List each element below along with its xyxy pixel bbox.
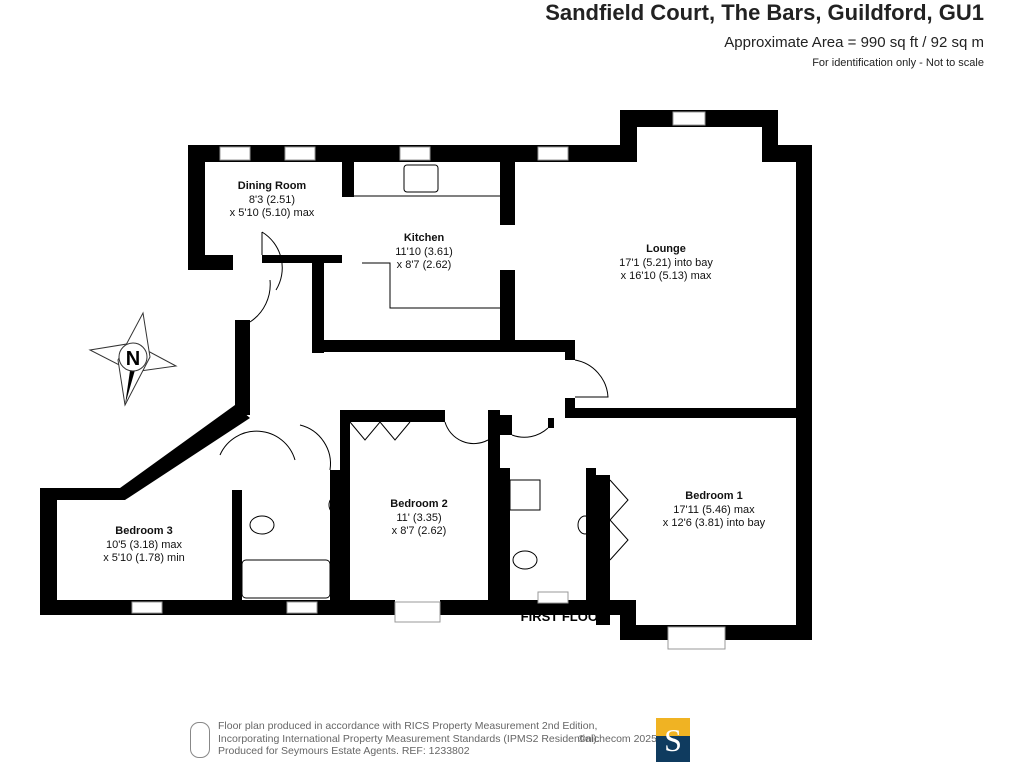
room-bedroom-2: Bedroom 2 11' (3.35) x 8'7 (2.62): [390, 498, 447, 537]
walls: [40, 110, 812, 640]
room-name: Lounge: [646, 243, 686, 255]
room-kitchen: Kitchen 11'10 (3.61) x 8'7 (2.62): [395, 232, 453, 271]
room-dimension: x 16'10 (5.13) max: [621, 270, 712, 282]
compass: N: [88, 311, 178, 407]
room-bedroom-3: Bedroom 3 10'5 (3.18) max x 5'10 (1.78) …: [103, 525, 185, 564]
logo-letter: S: [664, 722, 682, 758]
room-dimension: x 5'10 (1.78) min: [103, 552, 185, 564]
scale-note: For identification only - Not to scale: [812, 57, 984, 69]
room-dimension: x 8'7 (2.62): [392, 525, 447, 537]
room-name: Dining Room: [238, 180, 307, 192]
room-name: Bedroom 1: [685, 490, 742, 502]
room-dimension: 10'5 (3.18) max: [106, 539, 183, 551]
floor-label: FIRST FLOOR: [521, 609, 608, 624]
ipms-person-icon: [190, 722, 210, 758]
room-dimension: x 8'7 (2.62): [397, 259, 452, 271]
room-name: Bedroom 2: [390, 498, 447, 510]
room-dimension: x 12'6 (3.81) into bay: [663, 517, 766, 529]
property-title: Sandfield Court, The Bars, Guildford, GU…: [545, 0, 984, 25]
approximate-area: Approximate Area = 990 sq ft / 92 sq m: [724, 34, 984, 51]
room-name: Kitchen: [404, 232, 445, 244]
footer-line: Produced for Seymours Estate Agents. REF…: [218, 745, 470, 757]
windows: [131, 111, 726, 650]
room-dimension: 17'1 (5.21) into bay: [619, 257, 713, 269]
footer-line: Floor plan produced in accordance with R…: [218, 720, 598, 732]
compass-north-label: N: [126, 348, 140, 370]
room-lounge: Lounge 17'1 (5.21) into bay x 16'10 (5.1…: [619, 243, 713, 282]
room-name: Bedroom 3: [115, 525, 172, 537]
room-dimension: 11'10 (3.61): [395, 246, 453, 258]
room-bedroom-1: Bedroom 1 17'11 (5.46) max x 12'6 (3.81)…: [663, 490, 766, 529]
seymours-logo: S: [656, 718, 690, 762]
room-dimension: 11' (3.35): [396, 512, 441, 524]
room-dimension: x 5'10 (5.10) max: [230, 207, 315, 219]
room-dining-room: Dining Room 8'3 (2.51) x 5'10 (5.10) max: [230, 180, 315, 219]
footer-line: Incorporating International Property Mea…: [218, 732, 600, 745]
copyright: ©nichecom 2025.: [578, 733, 660, 745]
footer-text: Floor plan produced in accordance with R…: [218, 720, 600, 758]
room-dimension: 17'11 (5.46) max: [673, 504, 755, 516]
fittings: [219, 164, 629, 599]
room-dimension: 8'3 (2.51): [249, 194, 295, 206]
